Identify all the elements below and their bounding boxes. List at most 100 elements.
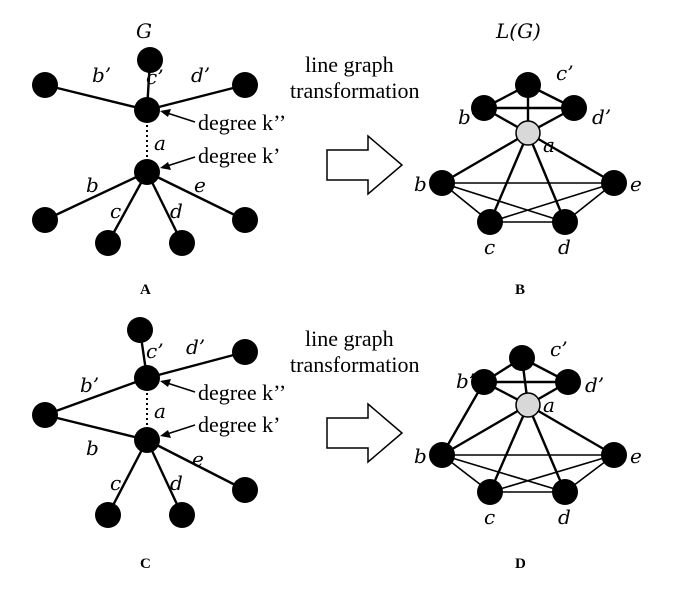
graph-node [95,502,121,528]
edge-label-a: a [154,131,166,155]
degree-k1-label: degree k’ [198,143,280,168]
graph-edge [146,350,246,380]
graph-node [561,95,587,121]
edge-label-c2: c’ [550,337,568,361]
panel-b-linegraph: c’ b’ d’ a b e c d [414,61,642,259]
graph-edge [146,438,246,492]
graph-edge [526,132,567,223]
panel-label-b: B [515,282,525,298]
graph-node [95,230,121,256]
edge-label-b: b [86,173,99,197]
graph-node [32,402,58,428]
graph-edge [106,171,149,244]
graph-node [471,95,497,121]
edge-label-b: b [414,444,427,468]
graph-node [232,339,258,365]
graph-edge [441,403,529,457]
graph-node [32,72,58,98]
graph-node [552,479,578,505]
graph-node [429,442,455,468]
graph-node [137,47,163,73]
edge-label-c2: c’ [146,65,164,89]
title-lg: L(G) [495,19,541,43]
graph-edge [440,381,486,456]
graph-edge [441,131,529,185]
degree-k2-label-c: degree k’’ [198,380,286,405]
graph-edge [146,170,246,222]
panel-label-d: D [515,556,526,572]
transform-arrow-top [326,134,404,196]
transform-text-bottom-1: line graph [305,326,394,351]
graph-edge [44,376,148,417]
graph-node [134,159,160,185]
graph-edge [488,132,530,223]
graph-node [127,317,153,343]
panel-label-a: A [140,282,151,298]
panel-c-graph: c’ d’ b’ a b c d e [32,317,258,528]
edge-label-c: c [484,505,495,529]
graph-node [555,369,581,395]
graph-node [515,72,541,98]
graph-edge [489,454,615,493]
edge-label-b2: b’ [458,105,477,129]
graph-node [601,170,627,196]
graph-edge [526,404,567,493]
graph-edge [441,454,566,493]
title-g: G [136,19,152,43]
transform-text-top-1: line graph [305,52,394,77]
degree-k1-label-c: degree k’ [198,412,280,437]
graph-edge [44,83,148,112]
graph-node [515,392,541,418]
graph-edge [145,439,184,516]
edge-label-d2: d’ [191,63,210,87]
graph-node [477,479,503,505]
graph-node [232,207,258,233]
edge-label-c2: c’ [146,339,164,363]
graph-node [429,170,455,196]
edge-label-b2: b’ [80,373,99,397]
graph-edge [106,439,149,516]
edge-label-b: b [414,172,427,196]
edge-label-a: a [543,393,555,417]
transform-arrow-bottom [326,402,404,464]
edge-label-d: d [170,199,183,223]
edge-label-b2: b’ [456,369,475,393]
graph-edge [145,171,184,244]
graph-node [471,369,497,395]
panel-a-graph: b’ c’ d’ a b c d e [32,47,258,256]
graph-edge [489,182,615,223]
graph-edge [488,404,530,493]
graph-edge [441,182,566,223]
graph-node [169,230,195,256]
transform-text-top-2: transformation [290,78,420,103]
edge-label-d: d [558,235,571,259]
edge-label-d2: d’ [585,373,604,397]
edge-label-c2: c’ [556,61,574,85]
edge-label-e: e [630,444,642,468]
edge-label-d: d [170,471,183,495]
graph-edge [527,403,615,457]
graph-node [515,120,541,146]
edge-label-d2: d’ [186,335,205,359]
edge-label-e: e [630,172,642,196]
graph-node [32,207,58,233]
graph-node [552,209,578,235]
edge-label-c: c [110,199,121,223]
graph-node [232,72,258,98]
edge-label-e: e [192,447,204,471]
graph-edge [146,83,246,112]
edge-label-a: a [543,133,555,157]
edge-label-c: c [484,235,495,259]
edge-label-d2: d’ [592,105,611,129]
graph-node [477,209,503,235]
panel-label-c: C [140,556,151,572]
graph-node [509,345,535,371]
edge-label-b2: b’ [92,63,111,87]
edge-label-b: b [86,436,99,460]
graph-edge [44,413,148,442]
graph-edge [527,131,615,185]
graph-node [134,97,160,123]
edge-label-e: e [194,173,206,197]
graph-node [232,477,258,503]
